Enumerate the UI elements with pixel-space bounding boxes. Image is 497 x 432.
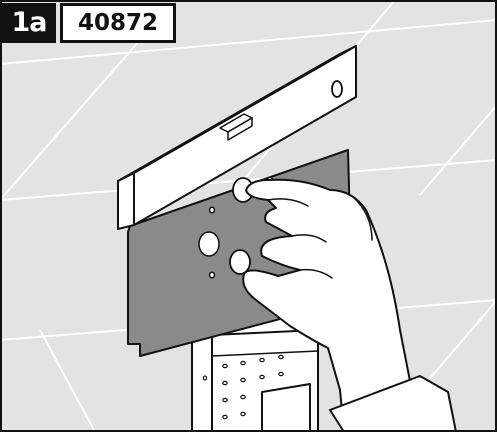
- part-number-label: 40872: [60, 3, 176, 43]
- sleeve: [329, 375, 457, 432]
- hand: [242, 178, 421, 432]
- mounting-box-perforations: [202, 354, 284, 420]
- spirit-level: [117, 45, 357, 230]
- step-number-badge: 1a: [2, 3, 56, 43]
